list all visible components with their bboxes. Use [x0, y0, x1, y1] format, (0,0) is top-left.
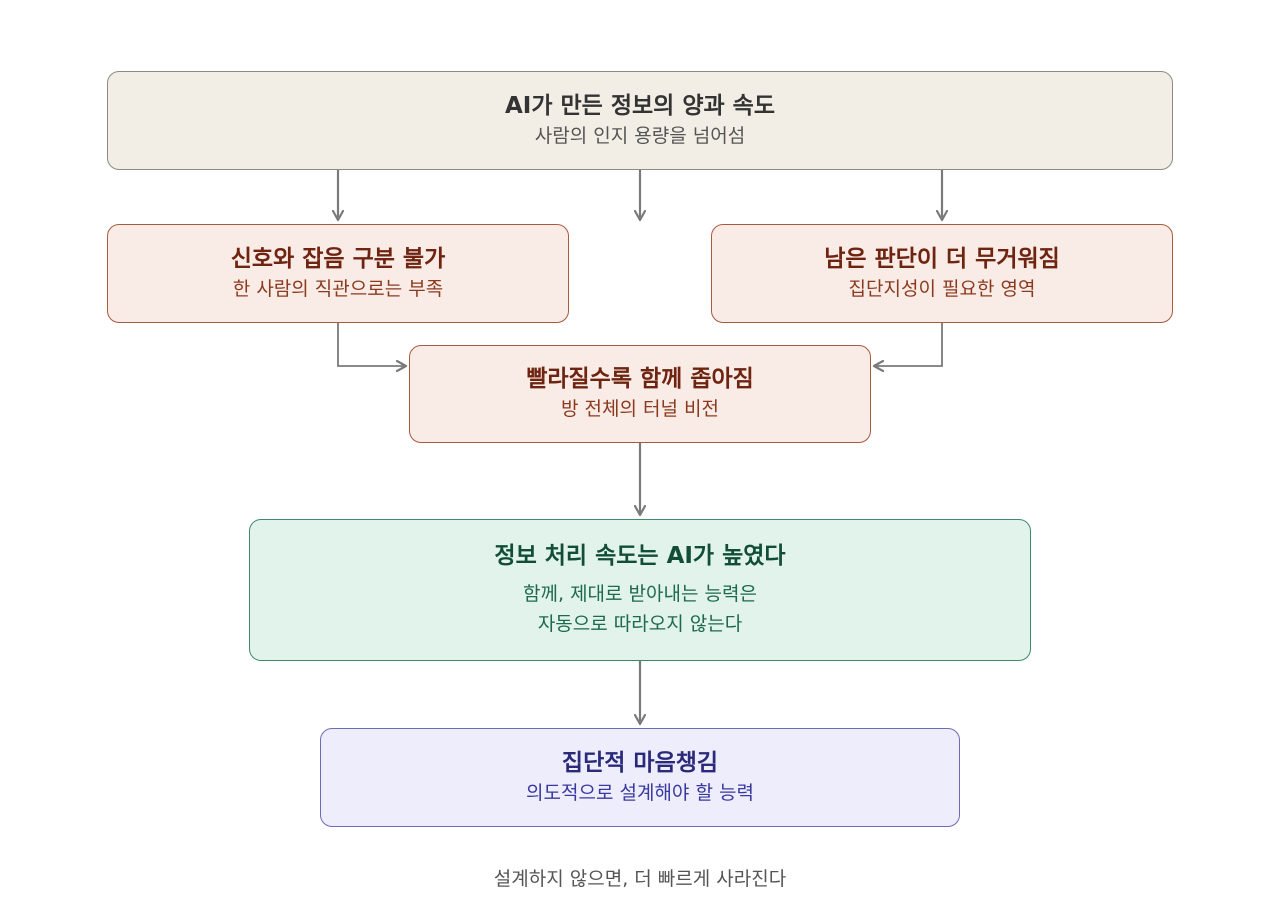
node-subtitle-line-1: 함께, 제대로 받아내는 능력은 [523, 583, 757, 605]
footer-caption: 설계하지 않으면, 더 빠르게 사라진다 [493, 868, 787, 890]
node-title: 집단적 마음챙김 [561, 749, 719, 776]
node-subtitle: 방 전체의 터널 비전 [561, 398, 719, 420]
arrow-right-to-mid [874, 323, 943, 366]
node-title: AI가 만든 정보의 양과 속도 [505, 92, 775, 119]
node-title: 신호와 잡음 구분 불가 [230, 245, 446, 272]
node-title: 정보 처리 속도는 AI가 높였다 [494, 543, 786, 569]
node-signal-noise: 신호와 잡음 구분 불가 한 사람의 직관으로는 부족 [107, 224, 569, 323]
node-title: 빨라질수록 함께 좁아짐 [526, 366, 754, 392]
node-ai-info-volume: AI가 만든 정보의 양과 속도 사람의 인지 용량을 넘어섬 [107, 71, 1173, 170]
node-subtitle-line-2: 자동으로 따라오지 않는다 [537, 613, 743, 635]
node-narrowing-together: 빨라질수록 함께 좁아짐 방 전체의 터널 비전 [409, 345, 871, 443]
node-heavier-judgment: 남은 판단이 더 무거워짐 집단지성이 필요한 영역 [711, 224, 1173, 323]
node-subtitle: 한 사람의 직관으로는 부족 [232, 277, 444, 300]
node-subtitle: 집단지성이 필요한 영역 [848, 277, 1036, 300]
arrow-left-to-mid [337, 323, 406, 366]
node-collective-mindfulness: 집단적 마음챙김 의도적으로 설계해야 할 능력 [320, 728, 960, 827]
node-subtitle: 의도적으로 설계해야 할 능력 [526, 781, 754, 804]
node-processing-speed: 정보 처리 속도는 AI가 높였다 함께, 제대로 받아내는 능력은 자동으로 … [249, 519, 1031, 661]
node-title: 남은 판단이 더 무거워짐 [824, 245, 1060, 272]
node-subtitle: 사람의 인지 용량을 넘어섬 [534, 124, 746, 147]
